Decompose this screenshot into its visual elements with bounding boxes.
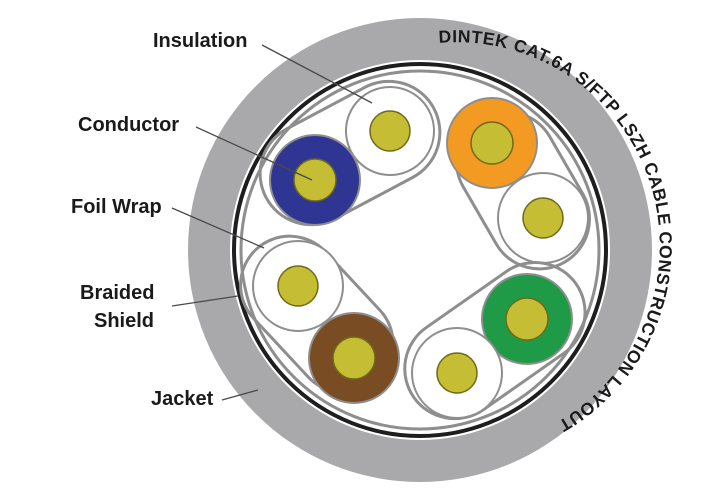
orange-pair	[446, 97, 591, 271]
green-pair	[403, 260, 587, 421]
green-pair-foil-wrap	[403, 260, 587, 421]
shield-label: Shield	[94, 310, 154, 332]
braided-shield-ring	[232, 62, 608, 438]
conductor	[293, 158, 337, 202]
jacket-label: Jacket	[151, 388, 214, 410]
conductor	[470, 121, 514, 165]
insulation-leader-line	[261, 44, 373, 104]
foil-wrap-leader-line	[171, 207, 265, 249]
braided-shield-leader-line	[171, 295, 239, 307]
conductor	[277, 265, 319, 307]
insulation-label: Insulation	[153, 30, 247, 52]
brown-pair	[239, 234, 400, 404]
blue-pair	[258, 79, 442, 227]
conductor	[505, 297, 549, 341]
conductor-leader-line	[195, 126, 313, 181]
inner-foil-ring	[239, 69, 601, 431]
braided-label: Braided	[80, 282, 154, 304]
conductor-label: Conductor	[78, 114, 179, 136]
conductor	[522, 197, 564, 239]
conductor	[369, 110, 411, 152]
jacket-leader-line	[221, 389, 259, 401]
foil-wrap-label: Foil Wrap	[71, 196, 162, 218]
blue-pair-foil-wrap	[258, 79, 442, 227]
conductor	[332, 336, 376, 380]
conductor	[436, 352, 478, 394]
